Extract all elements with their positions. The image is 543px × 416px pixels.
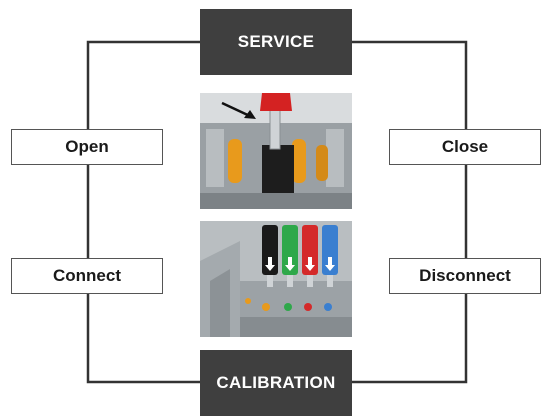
calibration-label: CALIBRATION xyxy=(216,373,336,392)
disconnect-box: Disconnect xyxy=(389,258,541,294)
calibration-node: CALIBRATION xyxy=(200,350,352,416)
open-label: Open xyxy=(65,137,109,156)
close-box: Close xyxy=(389,129,541,165)
test-probes-terminal-block-photo xyxy=(200,221,352,337)
close-label: Close xyxy=(441,137,489,156)
connect-label: Connect xyxy=(53,266,121,285)
test-plug-insertion-photo xyxy=(200,93,352,209)
disconnect-label: Disconnect xyxy=(419,266,511,285)
service-label: SERVICE xyxy=(237,32,315,51)
service-node: SERVICE xyxy=(200,9,352,75)
open-box: Open xyxy=(11,129,163,165)
connect-box: Connect xyxy=(11,258,163,294)
